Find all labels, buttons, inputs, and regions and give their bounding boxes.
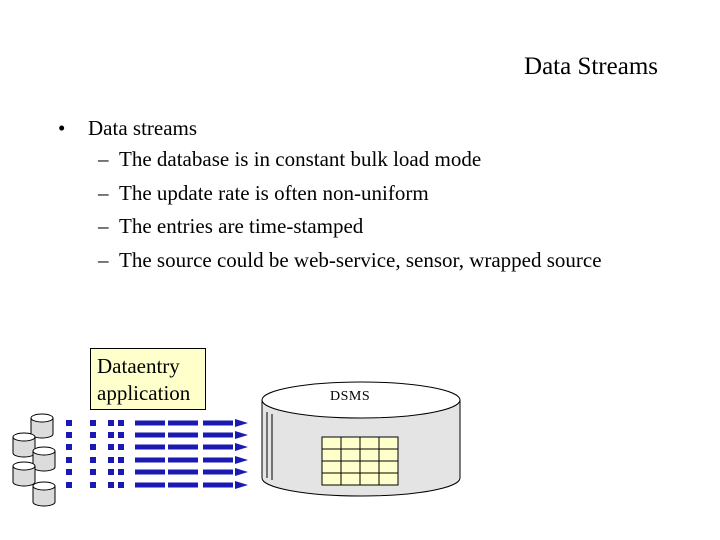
sub-bullet-item: – The entries are time-stamped: [58, 210, 658, 244]
cylinder-top: [12, 432, 36, 442]
stream-arrow-icon: [235, 443, 248, 451]
stream-row: [66, 431, 248, 439]
database-cylinder-icon: [30, 413, 54, 439]
stream-dash: [135, 432, 165, 438]
app-box-line1: Dataentry: [97, 354, 180, 378]
stream-dash: [168, 444, 198, 450]
stream-dash: [203, 457, 233, 463]
stream-square: [108, 432, 114, 438]
stream-square: [90, 432, 96, 438]
cylinder-body: [12, 465, 36, 487]
stream-row: [66, 443, 248, 451]
stream-square: [118, 444, 124, 450]
stream-row: [66, 468, 248, 476]
sub-bullet-item: – The source could be web-service, senso…: [58, 244, 658, 277]
stream-dash: [135, 444, 165, 450]
stream-square: [108, 444, 114, 450]
stream-dash: [135, 457, 165, 463]
table-grid-icon: [321, 436, 399, 486]
sub-bullet-text: The entries are time-stamped: [119, 214, 364, 238]
dsms-label: DSMS: [330, 389, 371, 404]
stream-square: [118, 457, 124, 463]
database-cylinder-icon: [32, 481, 56, 507]
database-cylinder-icon: [12, 432, 36, 458]
cylinder-top: [32, 446, 56, 456]
stream-dash: [168, 469, 198, 475]
cylinder-top: [30, 413, 54, 423]
dash-marker: –: [98, 214, 109, 238]
source-databases: [12, 413, 56, 507]
stream-row: [66, 456, 248, 464]
stream-arrow-icon: [235, 431, 248, 439]
stream-dash: [168, 457, 198, 463]
stream-dash: [168, 482, 198, 488]
stream-arrow-icon: [235, 468, 248, 476]
stream-row: [66, 419, 248, 427]
bullet-list: • Data streams – The database is in cons…: [58, 113, 658, 277]
stream-arrows: [66, 419, 248, 489]
stream-square: [90, 482, 96, 488]
stream-square: [118, 432, 124, 438]
stream-arrow-icon: [235, 419, 248, 427]
sub-bullet-text: The update rate is often non-uniform: [119, 180, 429, 205]
stream-square: [108, 482, 114, 488]
cylinder-top: [12, 461, 36, 471]
cylinder-body: [32, 485, 56, 507]
stream-arrow-icon: [235, 456, 248, 464]
dash-marker: –: [98, 247, 109, 272]
sub-bullet-item: – The update rate is often non-uniform: [58, 177, 658, 211]
stream-square: [66, 444, 72, 450]
stream-dash: [135, 469, 165, 475]
stream-square: [118, 420, 124, 426]
stream-dash: [168, 432, 198, 438]
sub-bullet-text: The database is in constant bulk load mo…: [119, 147, 482, 171]
bullet-marker: •: [58, 116, 66, 140]
dataentry-application-box: Dataentry application: [90, 348, 206, 410]
stream-square: [108, 457, 114, 463]
dash-marker: –: [98, 180, 109, 205]
stream-dash: [203, 482, 233, 488]
database-cylinder-icon: [12, 461, 36, 487]
stream-square: [90, 420, 96, 426]
stream-dash: [203, 444, 233, 450]
stream-square: [66, 457, 72, 463]
sub-bullet-item: – The database is in constant bulk load …: [58, 143, 658, 177]
stream-dash: [135, 420, 165, 426]
stream-square: [66, 420, 72, 426]
stream-square: [90, 469, 96, 475]
database-cylinder-icon: [32, 446, 56, 472]
stream-square: [90, 457, 96, 463]
stream-square: [118, 469, 124, 475]
sub-bullet-text: The source could be web-service, sensor,…: [119, 247, 602, 272]
stream-row: [66, 481, 248, 489]
stream-square: [90, 444, 96, 450]
bullet-item: • Data streams: [58, 113, 658, 143]
cylinder-top: [32, 481, 56, 491]
stream-dash: [203, 432, 233, 438]
bullet-text: Data streams: [88, 116, 198, 140]
stream-square: [108, 420, 114, 426]
stream-dash: [203, 420, 233, 426]
stream-dash: [168, 420, 198, 426]
stream-dash: [135, 482, 165, 488]
slide-title: Data Streams: [524, 53, 658, 80]
dash-marker: –: [98, 147, 109, 171]
stream-square: [66, 432, 72, 438]
app-box-line2: application: [97, 381, 191, 405]
stream-square: [118, 482, 124, 488]
stream-square: [66, 482, 72, 488]
stream-dash: [203, 469, 233, 475]
stream-square: [108, 469, 114, 475]
stream-square: [66, 469, 72, 475]
stream-arrow-icon: [235, 481, 248, 489]
